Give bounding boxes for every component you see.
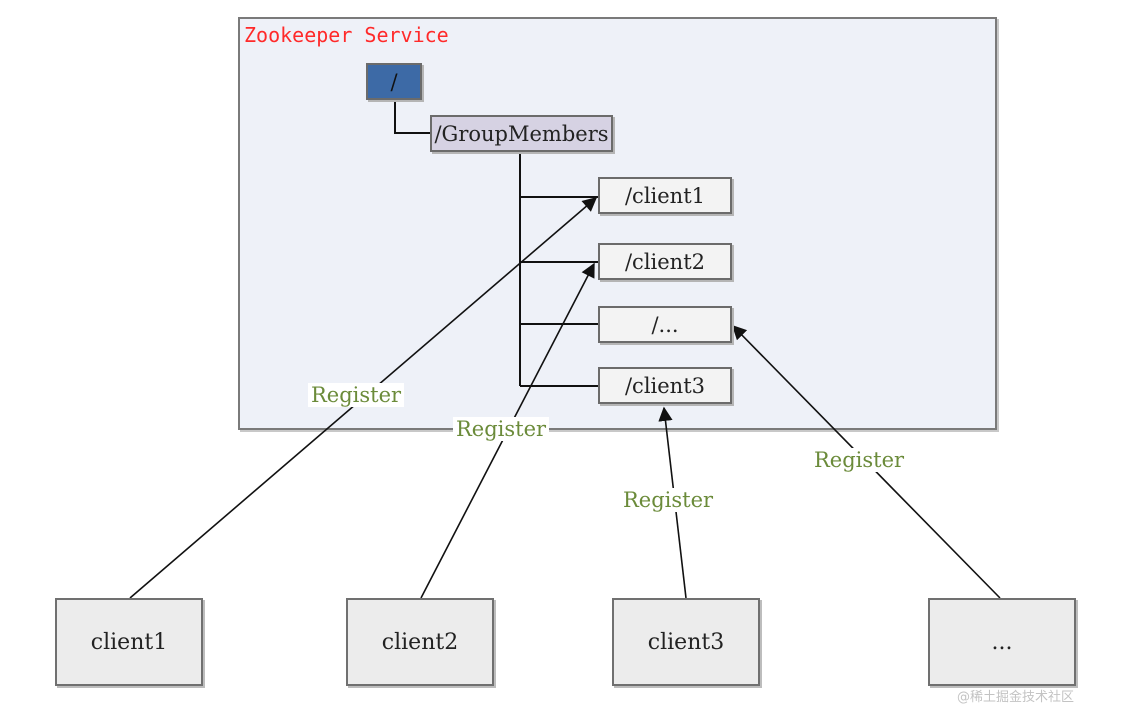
client-box-2: client2 — [346, 598, 494, 686]
znode-ellipsis: /... — [598, 306, 732, 343]
register-label-client3: Register — [620, 488, 717, 512]
register-label-client2: Register — [453, 417, 550, 441]
register-label-client1: Register — [308, 383, 405, 407]
watermark: @稀土掘金技术社区 — [957, 690, 1075, 705]
client-box-3: client3 — [612, 598, 760, 686]
client-box-ellipsis: ... — [928, 598, 1076, 686]
znode-client3: /client3 — [598, 367, 732, 404]
root-znode: / — [366, 63, 422, 100]
group-members-znode: /GroupMembers — [430, 115, 613, 152]
znode-client2: /client2 — [598, 243, 732, 280]
register-label-ellipsis: Register — [811, 448, 908, 472]
service-title: Zookeeper Service — [244, 23, 449, 47]
root-to-group-connector — [394, 100, 430, 134]
client-box-1: client1 — [55, 598, 203, 686]
znode-client1: /client1 — [598, 177, 732, 214]
zookeeper-service-box — [238, 17, 997, 430]
